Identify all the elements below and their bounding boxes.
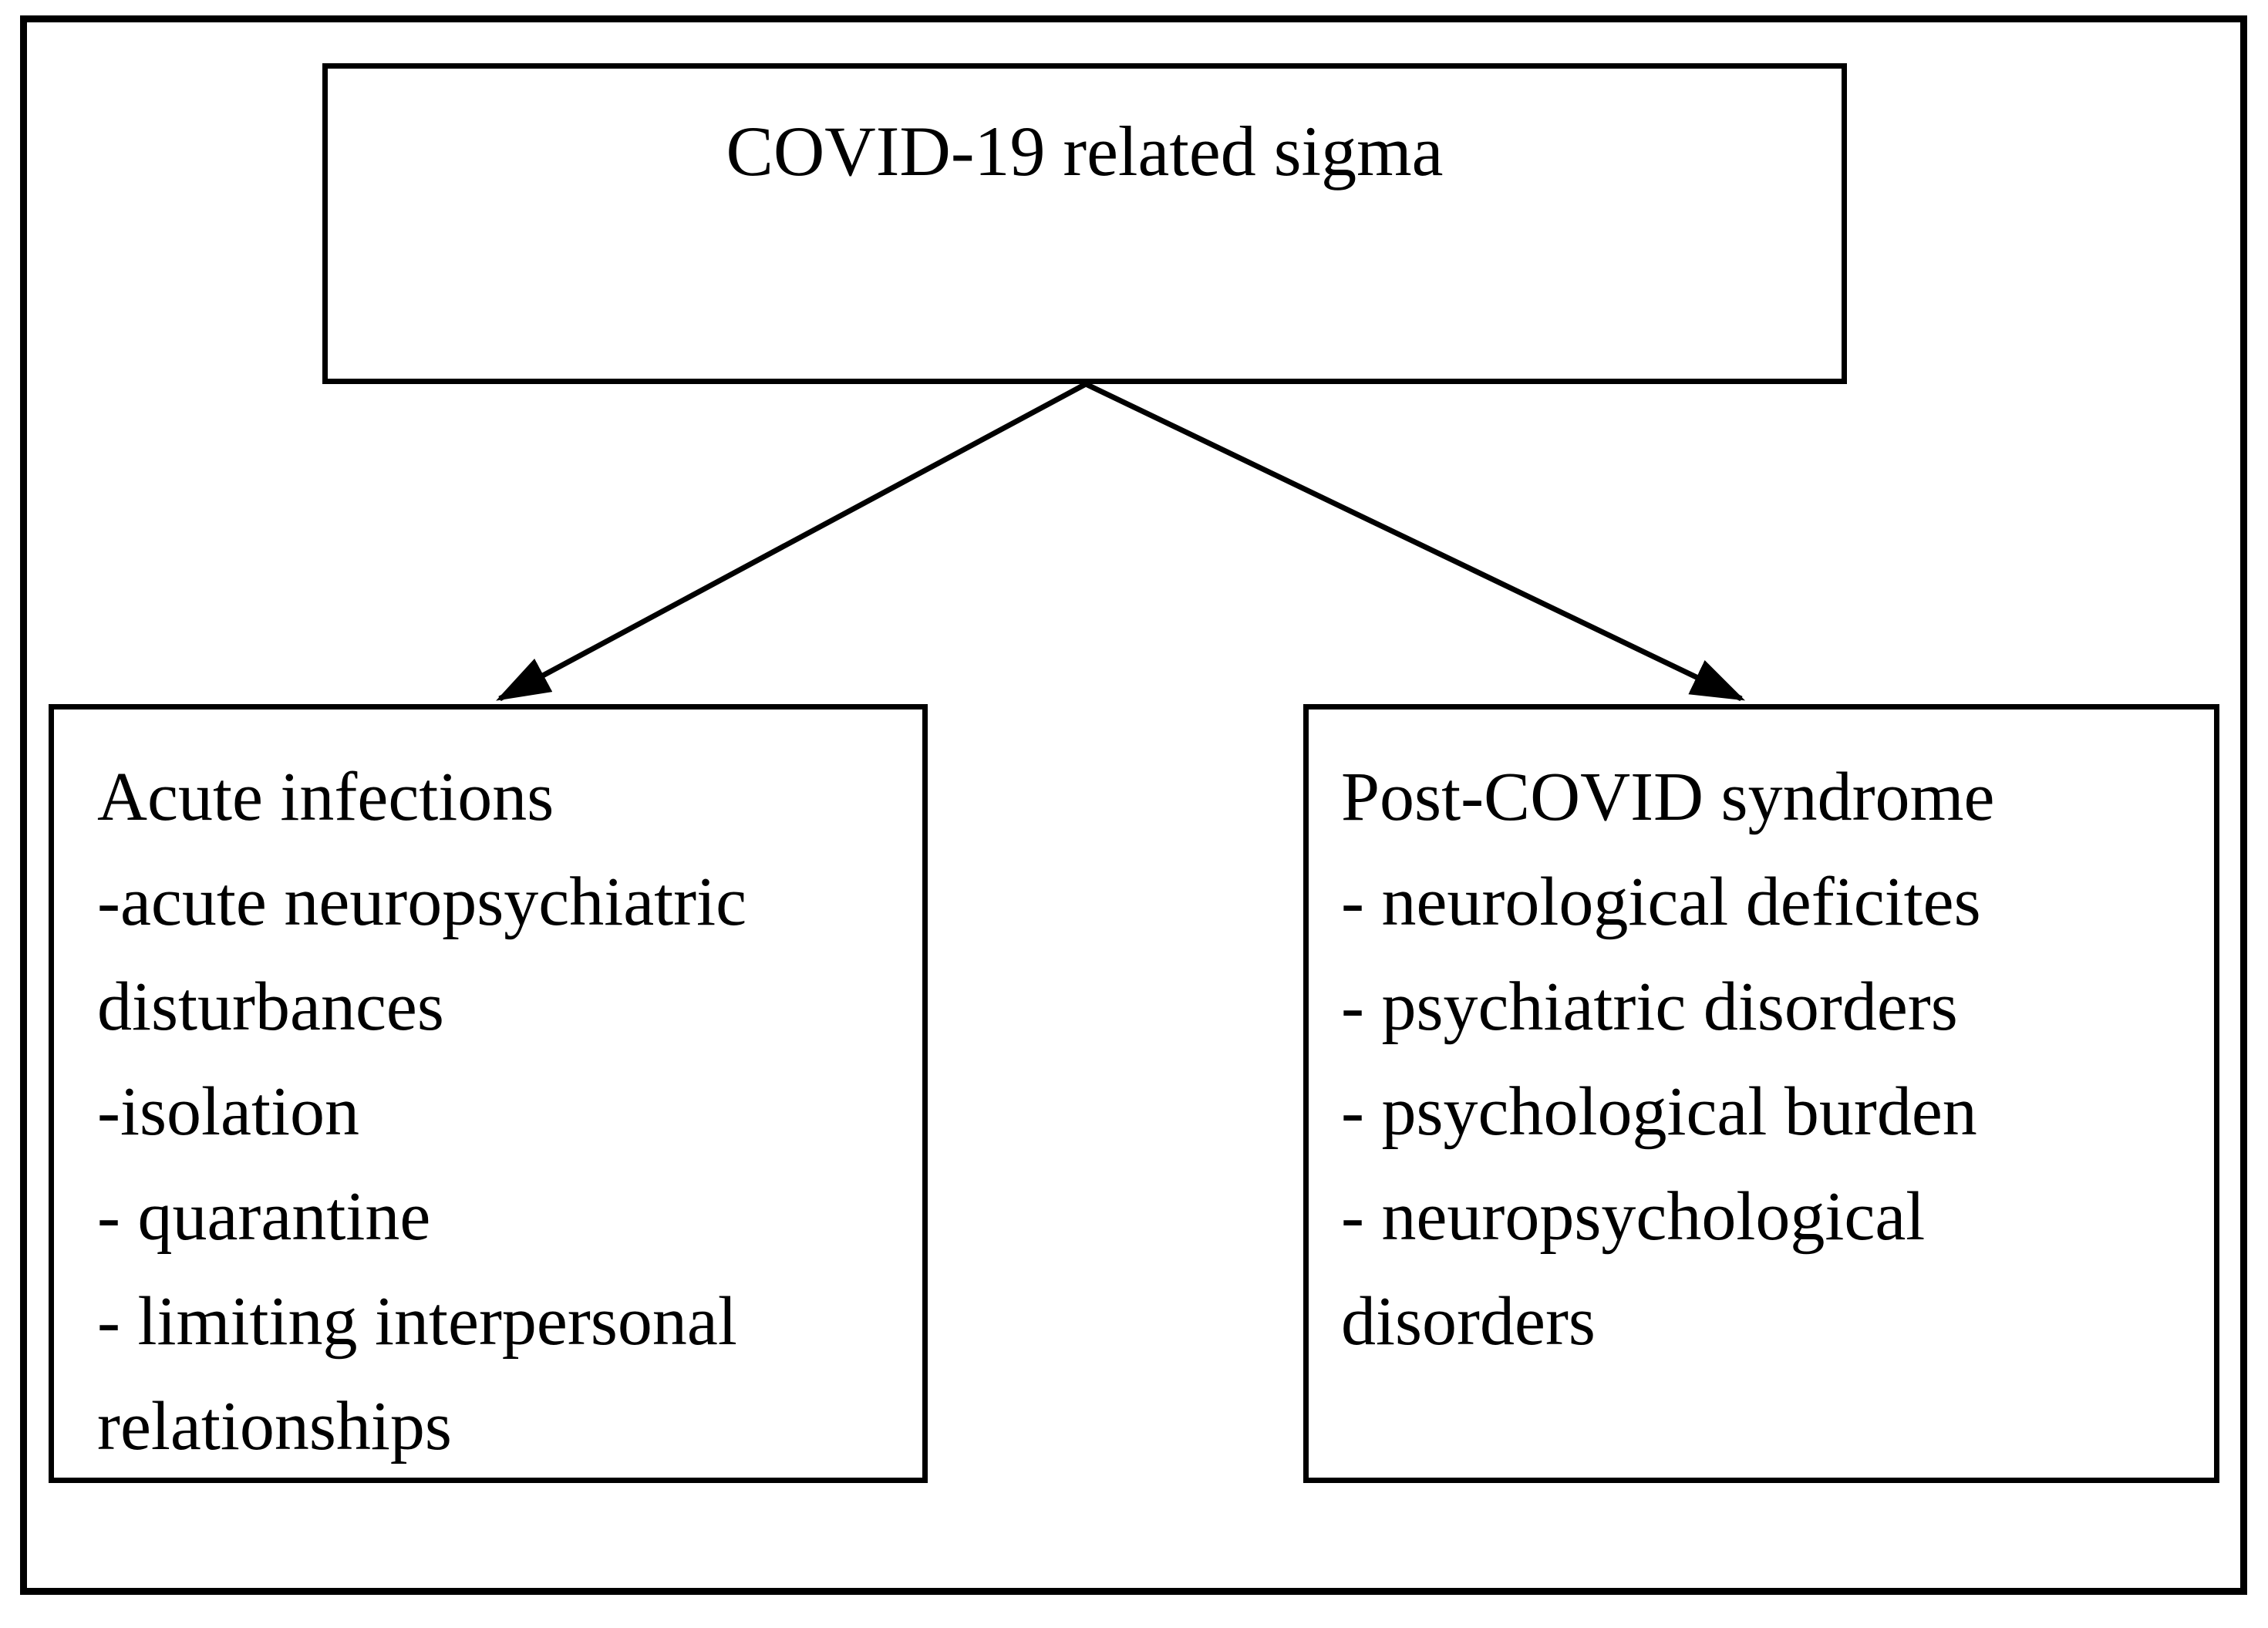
post-covid-line: - neuropsychological (1341, 1178, 1926, 1255)
acute-infections-box: Acute infections -acute neuropsychiatric… (49, 704, 928, 1483)
post-covid-box: Post-COVID syndrome - neurological defic… (1303, 704, 2219, 1483)
post-covid-title: Post-COVID syndrome (1341, 759, 1995, 835)
acute-infections-line: - quarantine (97, 1178, 431, 1255)
post-covid-line: disorders (1341, 1283, 1596, 1360)
figure-border (20, 15, 2247, 1595)
post-covid-line: - psychological burden (1341, 1074, 1977, 1150)
arrow-to-post-covid (1084, 381, 1746, 702)
acute-infections-line: - limiting interpersonal (97, 1283, 737, 1360)
post-covid-line: - neurological deficites (1341, 864, 1981, 940)
acute-infections-title: Acute infections (97, 759, 554, 835)
acute-infections-line: disturbances (97, 969, 444, 1045)
covid-stigma-box: COVID-19 related sigma (322, 63, 1847, 384)
acute-infections-line: -isolation (97, 1074, 359, 1150)
post-covid-line: - psychiatric disorders (1341, 969, 1958, 1045)
covid-stigma-label: COVID-19 related sigma (726, 112, 1444, 190)
acute-infections-line: -acute neuropsychiatric (97, 864, 747, 940)
acute-infections-line: relationships (97, 1388, 452, 1465)
arrow-to-acute-infections (496, 381, 1087, 702)
